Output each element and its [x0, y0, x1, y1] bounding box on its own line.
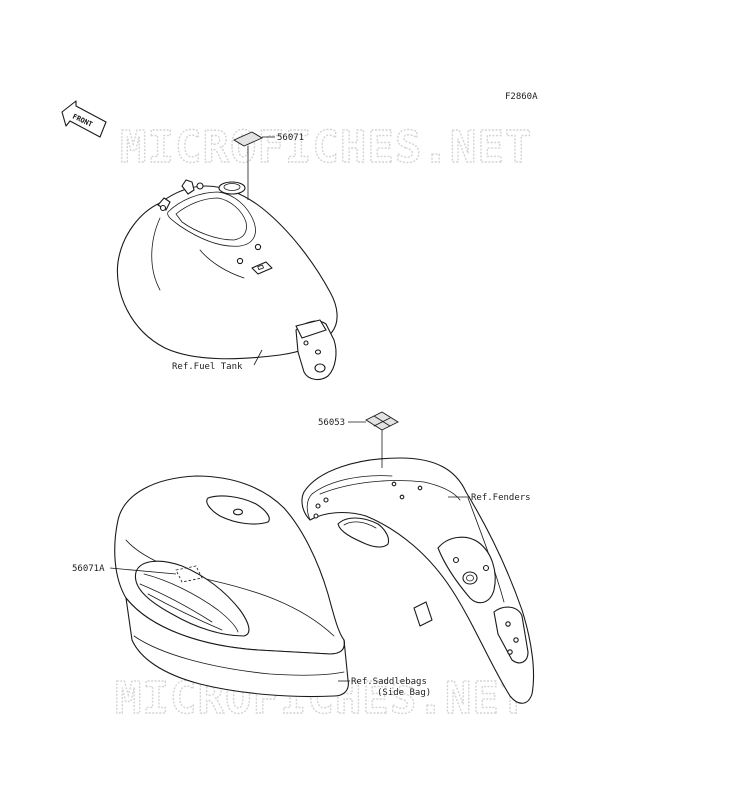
saddlebag [114, 475, 349, 698]
callout-56071a: 56071A [72, 564, 105, 574]
ref-fenders: Ref.Fenders [471, 493, 531, 503]
ref-saddlebags: Ref.Saddlebags [351, 677, 427, 687]
fuel-tank [116, 131, 338, 381]
tank-label-sticker [233, 131, 263, 147]
watermark-top: MICROFICHES.NET [120, 122, 532, 173]
ref-saddlebags-side-bag: (Side Bag) [377, 688, 431, 698]
callout-56071: 56071 [277, 133, 304, 143]
diagram-code: F2860A [505, 92, 538, 102]
rear-fender [301, 411, 535, 704]
ref-fuel-tank: Ref.Fuel Tank [172, 362, 243, 372]
callout-56053: 56053 [318, 418, 345, 428]
front-arrow-icon: FRONT [61, 100, 107, 138]
saddlebag-label-sticker [175, 565, 203, 583]
